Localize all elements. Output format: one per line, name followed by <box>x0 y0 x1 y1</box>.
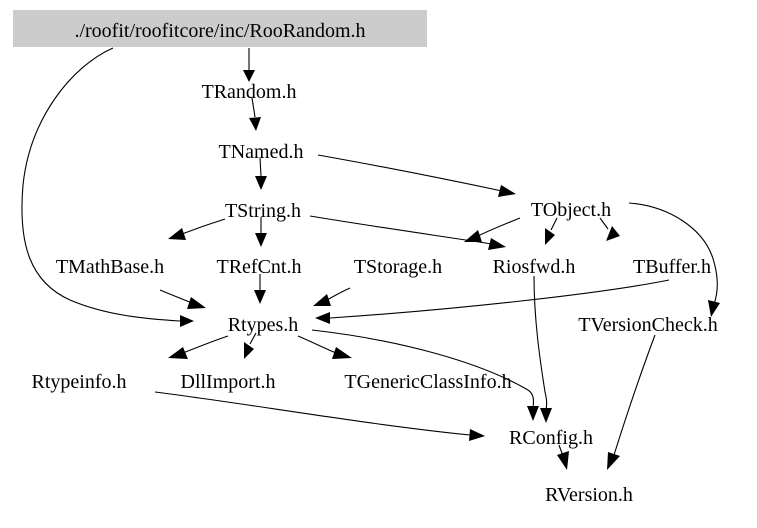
edge-tobject-to-riosfwd <box>545 217 558 245</box>
arrowhead <box>464 230 482 242</box>
node-trandom[interactable]: TRandom.h <box>202 81 297 103</box>
edge-rtypes-to-rconfig <box>311 329 539 421</box>
node-trefcnt[interactable]: TRefCnt.h <box>217 256 302 278</box>
arrowhead <box>545 228 555 245</box>
arrowhead <box>540 408 552 423</box>
root-node[interactable]: ./roofit/roofitcore/inc/RooRandom.h <box>13 10 427 47</box>
edge-tbuffer-to-rtypes <box>315 279 670 324</box>
arrowhead <box>332 347 352 359</box>
arrowhead <box>488 238 506 250</box>
node-tstring[interactable]: TString.h <box>225 200 301 222</box>
edge-rtypes-to-rtypeinfo <box>168 335 229 359</box>
node-tversioncheck[interactable]: TVersionCheck.h <box>578 314 717 336</box>
edge-tversioncheck-to-rversion <box>607 334 656 470</box>
node-rtypeinfo[interactable]: Rtypeinfo.h <box>32 371 127 393</box>
arrowhead <box>469 429 485 441</box>
arrowhead <box>315 312 330 324</box>
edge-rtypes-to-dllimport <box>244 332 257 359</box>
root-node-box[interactable] <box>13 10 427 47</box>
edge-rconfig-to-rversion <box>557 444 569 470</box>
arrowhead <box>607 452 620 470</box>
arrowhead <box>243 70 255 82</box>
arrowhead <box>606 226 620 241</box>
node-rtypes[interactable]: Rtypes.h <box>228 314 299 336</box>
arrowhead <box>168 228 186 240</box>
node-riosfwd[interactable]: Riosfwd.h <box>493 256 576 278</box>
edge-tstring-to-trefcnt <box>255 217 267 247</box>
node-tstorage[interactable]: TStorage.h <box>354 256 442 278</box>
arrowhead <box>244 342 254 359</box>
edge-tnamed-to-tstring <box>255 157 267 190</box>
node-rversion[interactable]: RVersion.h <box>545 484 633 506</box>
edge-dllimport-to-rconfig <box>154 391 485 441</box>
edge-tstring-to-tmathbase <box>168 218 226 240</box>
edge-tobject-to-tversioncheck <box>628 202 720 317</box>
arrowhead <box>527 406 539 421</box>
arrowhead <box>557 451 569 470</box>
edge-root-to-trandom <box>243 48 255 82</box>
node-rconfig[interactable]: RConfig.h <box>509 427 593 449</box>
edge-tobject-to-tstorage <box>464 217 521 242</box>
edge-tstorage-to-rtypes <box>313 287 351 306</box>
edge-tmathbase-to-rtypes <box>159 289 206 309</box>
node-tgenericclassinfo[interactable]: TGenericClassInfo.h <box>344 371 511 393</box>
arrowhead <box>498 185 516 197</box>
edge-root-to-rtypes <box>21 47 194 327</box>
node-dllimport[interactable]: DllImport.h <box>181 371 276 393</box>
arrowhead <box>180 315 194 327</box>
edge-tobject-to-tbuffer <box>599 217 620 241</box>
arrowhead <box>254 290 266 304</box>
node-tbuffer[interactable]: TBuffer.h <box>633 256 711 278</box>
arrowhead <box>249 117 261 131</box>
edge-tnamed-to-tobject <box>317 154 516 197</box>
arrowhead <box>255 233 267 247</box>
edge-trandom-to-tnamed <box>249 97 261 131</box>
edge-trefcnt-to-rtypes <box>254 274 266 304</box>
node-layer: TRandom.h TNamed.h TString.h TObject.h T… <box>32 81 718 506</box>
edge-layer <box>21 47 720 470</box>
edge-riosfwd-to-rconfig <box>533 275 552 423</box>
arrowhead <box>255 176 267 190</box>
node-tobject[interactable]: TObject.h <box>531 199 611 221</box>
arrowhead <box>708 300 720 317</box>
node-tnamed[interactable]: TNamed.h <box>219 141 304 163</box>
arrowhead <box>168 347 188 359</box>
root-node-label: ./roofit/roofitcore/inc/RooRandom.h <box>74 20 365 42</box>
edge-rtypes-to-tgenericclassinfo <box>297 335 352 359</box>
arrowhead <box>313 294 331 306</box>
node-tmathbase[interactable]: TMathBase.h <box>56 256 164 278</box>
arrowhead <box>187 297 206 309</box>
